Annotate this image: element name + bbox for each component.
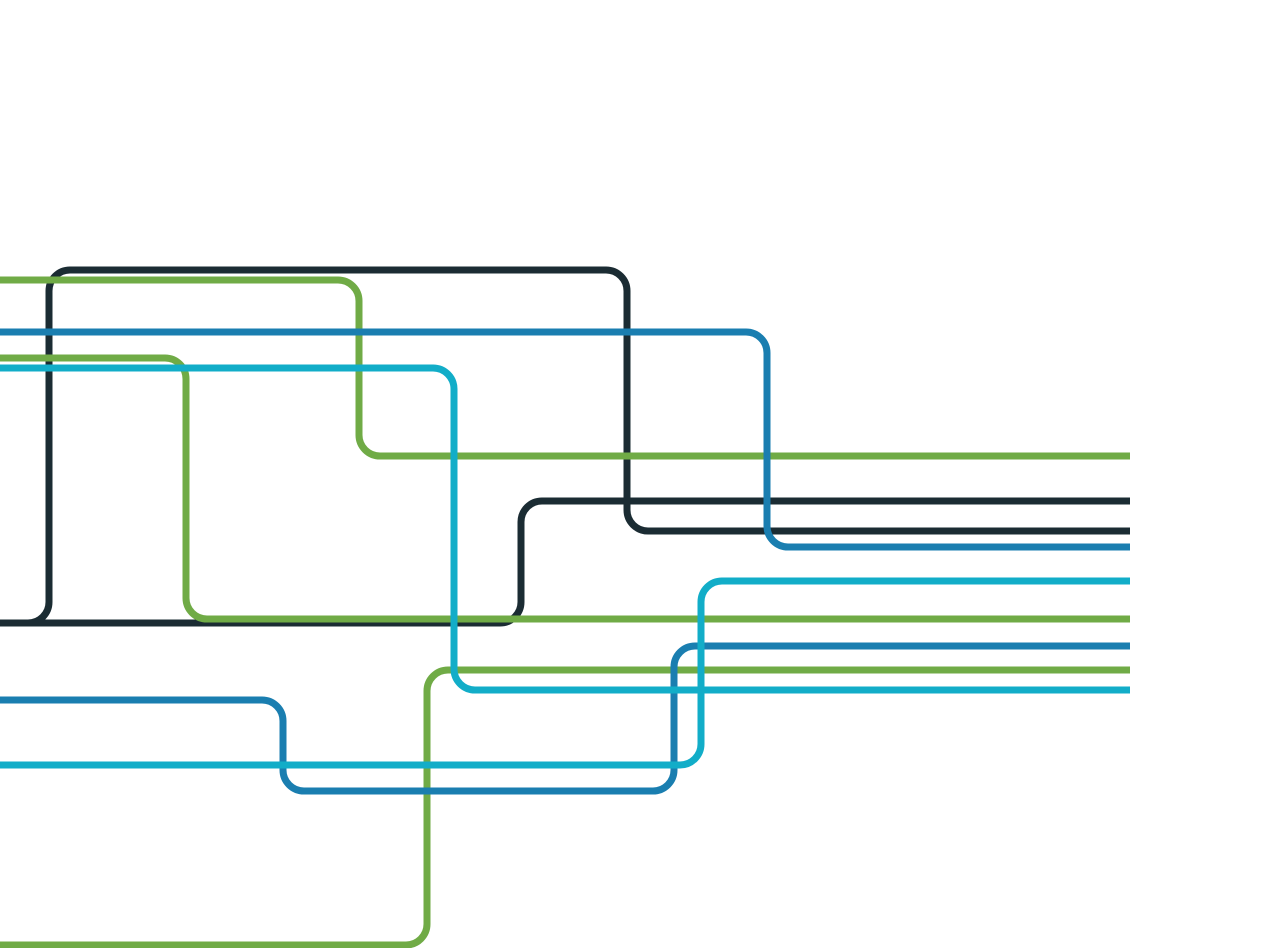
blue-line-1 — [0, 328, 1130, 551]
dark-line-2 — [0, 497, 1130, 627]
cyan-line-2 — [0, 577, 1130, 769]
cyan-line-1 — [0, 364, 1130, 694]
green-line-2 — [0, 354, 1130, 623]
blue-line-2 — [0, 642, 1130, 795]
dark-line-1 — [0, 266, 1130, 627]
green-line-3 — [0, 666, 1130, 948]
